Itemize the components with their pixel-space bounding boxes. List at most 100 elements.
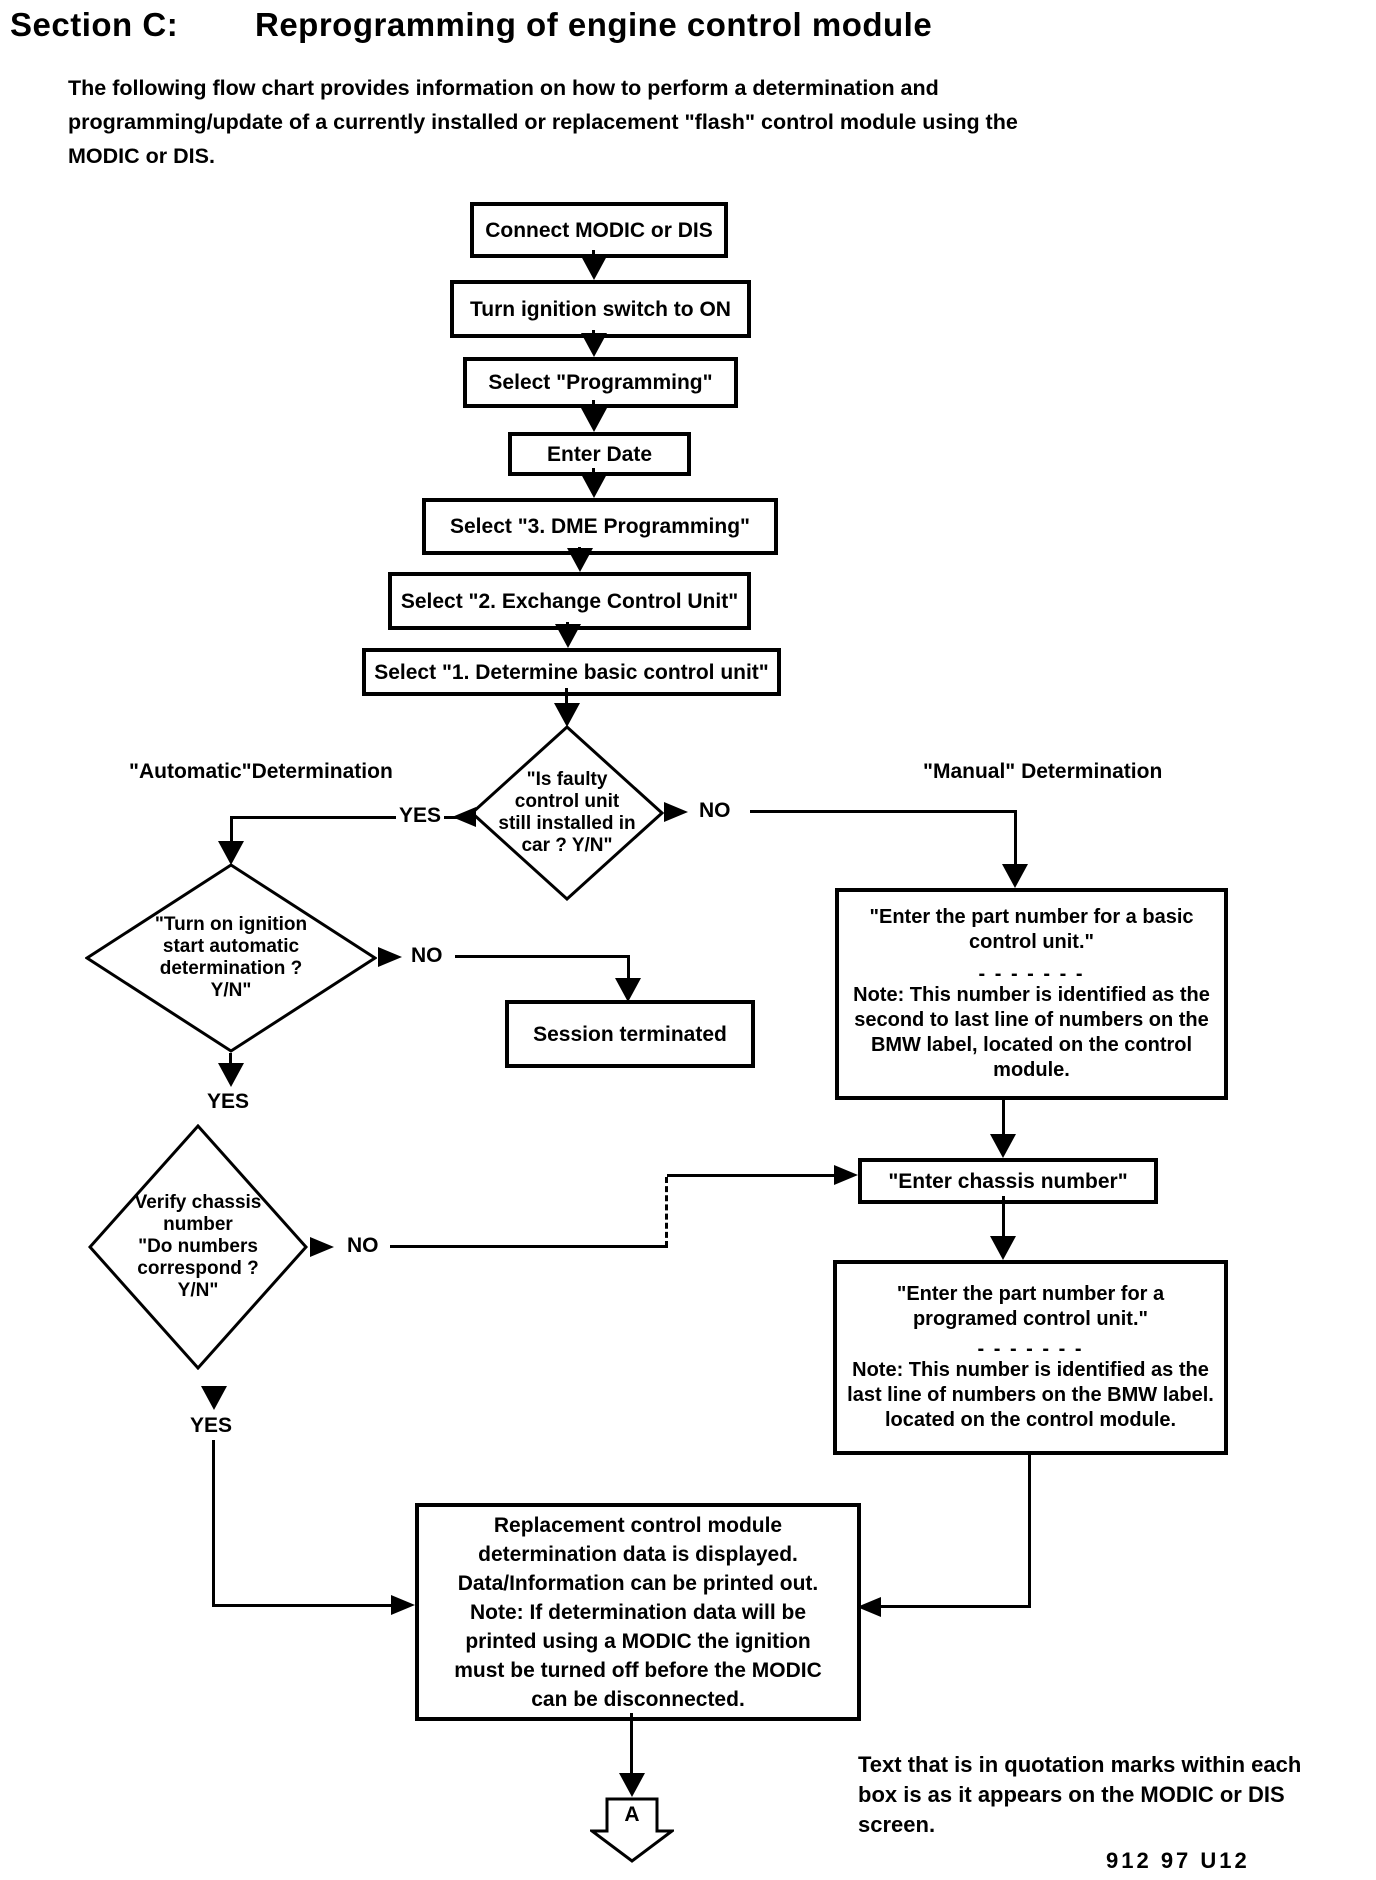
step-select-determine: Select "1. Determine basic control unit" — [362, 648, 781, 696]
result-line: Note: If determination data will be — [469, 1600, 807, 1624]
decision-text: Verify chassis number "Do numbers corres… — [88, 1124, 308, 1370]
yes-label: YES — [396, 804, 445, 828]
decision-line: "Turn on ignition — [154, 914, 308, 935]
step-connect-modic: Connect MODIC or DIS — [470, 202, 728, 258]
connector-line — [455, 955, 630, 958]
intro-line: programming/update of a currently instal… — [68, 110, 1018, 134]
connector-line — [212, 1604, 393, 1607]
decision-text: "Turn on ignition start automatic determ… — [85, 863, 377, 1053]
arrow-down-icon — [201, 1386, 227, 1410]
arrow-down-icon — [615, 978, 641, 1002]
connector-line — [232, 816, 470, 819]
connector-line — [390, 1245, 668, 1248]
connector-letter: A — [624, 1803, 640, 1826]
footer-note-line: screen. — [858, 1812, 936, 1837]
arrow-right-icon — [378, 947, 402, 967]
connector-line — [592, 468, 595, 476]
connector-line — [630, 1713, 633, 1773]
connector-line — [627, 955, 630, 983]
decision-auto-determination: "Turn on ignition start automatic determ… — [85, 863, 377, 1053]
decision-line: "Is faulty — [526, 769, 608, 790]
arrow-down-icon — [555, 624, 581, 648]
decision-line: Y/N" — [177, 1280, 219, 1301]
arrow-down-icon — [619, 1773, 645, 1797]
result-line: printed using a MODIC the ignition — [465, 1629, 811, 1653]
manual-branch-label: "Manual" Determination — [920, 760, 1166, 784]
decision-line: still installed in — [498, 813, 636, 834]
connector-line — [1028, 1455, 1031, 1608]
step-select-dme: Select "3. DME Programming" — [422, 498, 778, 555]
connector-line — [212, 1440, 215, 1607]
footer-note-line: Text that is in quotation marks within e… — [858, 1752, 1302, 1777]
note-programmed-part-number: "Enter the part number for a programed c… — [833, 1260, 1228, 1455]
connector-line — [667, 1174, 836, 1177]
intro-line: The following flow chart provides inform… — [68, 76, 939, 100]
no-label: NO — [344, 1234, 382, 1258]
screen-quote-text: "Enter the part number for a programed c… — [896, 1283, 1165, 1330]
connector-line — [592, 250, 595, 260]
arrow-down-icon — [990, 1236, 1016, 1260]
connector-line — [592, 400, 595, 410]
section-label: Section C: — [10, 6, 179, 43]
arrow-down-icon — [218, 841, 244, 865]
arrow-down-icon — [218, 1063, 244, 1087]
decision-line: start automatic — [162, 936, 300, 957]
result-line: Replacement control module — [493, 1513, 783, 1537]
arrow-down-icon — [1002, 864, 1028, 888]
step-ignition-on: Turn ignition switch to ON — [450, 280, 751, 338]
result-line: can be disconnected. — [531, 1687, 745, 1711]
decision-line: number — [163, 1214, 233, 1235]
arrow-right-icon — [391, 1595, 415, 1615]
connector-line — [565, 688, 568, 704]
step-session-terminated: Session terminated — [505, 1000, 755, 1068]
arrow-down-icon — [581, 474, 607, 498]
yes-label: YES — [204, 1090, 253, 1114]
diamond-shape — [85, 863, 377, 1053]
arrow-right-icon — [310, 1237, 334, 1257]
footer-note-line: box is as it appears on the MODIC or DIS — [858, 1782, 1285, 1807]
blank-number-dashes: - - - - - - - — [978, 963, 1085, 985]
result-box: Replacement control module determination… — [415, 1503, 861, 1721]
dashed-connector-line — [665, 1177, 668, 1247]
note-basic-part-number: "Enter the part number for a basic contr… — [835, 888, 1228, 1100]
decision-line: control unit — [514, 791, 620, 812]
decision-text: "Is faulty control unit still installed … — [470, 725, 664, 901]
decision-faulty-installed: "Is faulty control unit still installed … — [470, 725, 664, 901]
intro-line: MODIC or DIS. — [68, 144, 215, 168]
connector-line — [230, 816, 233, 843]
decision-line: "Do numbers — [138, 1236, 258, 1257]
page-title: Reprogramming of engine control module — [255, 6, 933, 43]
decision-line: determination ? — [159, 958, 303, 979]
result-line: Data/Information can be printed out. — [457, 1571, 819, 1595]
yes-label: YES — [187, 1414, 236, 1438]
result-line: determination data is displayed. — [478, 1542, 798, 1566]
figure-code: 912 97 U12 — [1106, 1848, 1250, 1873]
arrow-down-icon — [581, 256, 607, 280]
connector-line — [229, 1053, 232, 1065]
decision-line: Y/N" — [210, 980, 252, 1001]
decision-line: correspond ? — [137, 1258, 259, 1279]
automatic-branch-label: "Automatic"Determination — [126, 760, 396, 784]
step-select-exchange: Select "2. Exchange Control Unit" — [388, 572, 751, 630]
arrow-down-icon — [581, 408, 607, 432]
step-enter-date: Enter Date — [508, 432, 691, 476]
connector-line — [1002, 1196, 1005, 1236]
block-arrow-shape — [590, 1797, 674, 1863]
blank-number-dashes: - - - - - - - — [977, 1338, 1084, 1360]
decision-line: car ? Y/N" — [521, 835, 613, 856]
arrow-down-icon — [567, 548, 593, 572]
arrow-right-icon — [664, 802, 688, 822]
step-select-programming: Select "Programming" — [463, 357, 738, 408]
screen-quote-text: "Enter the part number for a basic contr… — [869, 906, 1194, 953]
no-label: NO — [408, 944, 446, 968]
diamond-shape — [470, 725, 664, 901]
arrow-right-icon — [834, 1165, 858, 1185]
connector-line — [750, 810, 1017, 813]
arrow-left-icon — [857, 1597, 881, 1617]
arrow-down-icon — [581, 333, 607, 357]
note-text: Note: This number is identified as the l… — [847, 1359, 1214, 1431]
offpage-connector-a: A — [590, 1797, 674, 1863]
decision-line: Verify chassis — [134, 1192, 262, 1213]
arrow-left-icon — [452, 807, 476, 827]
